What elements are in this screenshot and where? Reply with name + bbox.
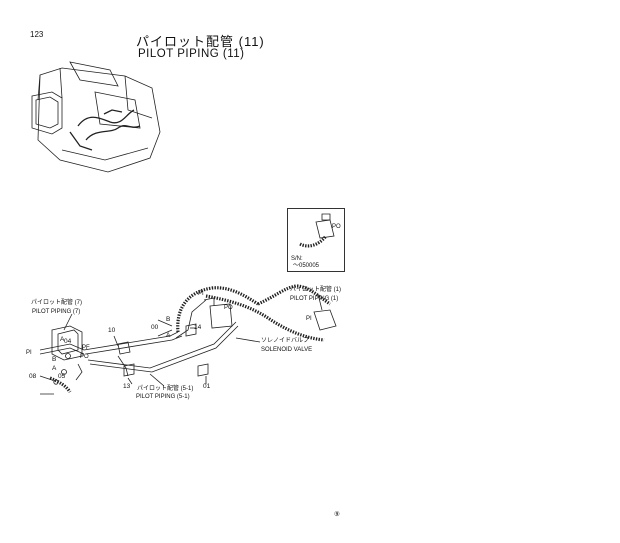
- part-number-01: 01: [203, 383, 211, 390]
- page-number: 123: [30, 30, 44, 39]
- callout-right-ref-jp: パイロット配管 (1): [290, 287, 342, 293]
- inset-detail-sketch: [299, 213, 335, 248]
- part-number-10: 10: [108, 327, 116, 334]
- inset-serial-label: S/N:: [291, 256, 303, 262]
- callout-bottom-ref-en: PILOT PIPING (5-1): [136, 394, 190, 400]
- title-japanese: パイロット配管 (11): [136, 34, 265, 49]
- callout-left-ref-en: PILOT PIPING (7): [32, 309, 81, 315]
- port-label-pf-left: PF: [82, 345, 90, 351]
- part-number-13: 13: [123, 383, 131, 390]
- port-label-b-left: B: [52, 356, 57, 363]
- callout-left-ref-jp: パイロット配管 (7): [31, 300, 83, 306]
- port-label-pi-right: PI: [306, 316, 312, 322]
- port-label-pi-left: PI: [26, 350, 32, 356]
- inset-frame: [287, 208, 345, 272]
- port-label-pi-valve: PI: [198, 291, 204, 297]
- port-label-a-left2: A: [52, 365, 57, 372]
- pipe-runs: [39, 299, 239, 381]
- callout-right-ref-en: PILOT PIPING (1): [290, 296, 339, 302]
- hose-routing: [49, 284, 331, 393]
- solenoid-valve-block: [51, 297, 337, 385]
- footer-mark: ⑨: [334, 511, 340, 518]
- part-number-05: 05: [58, 373, 66, 380]
- callout-valve-jp: ソレノイドバルブ: [261, 338, 310, 344]
- port-label-po-valve: PO: [224, 305, 233, 311]
- excavator-body-illustration: [31, 61, 161, 173]
- part-number-14: 14: [194, 324, 202, 331]
- port-label-a: A: [166, 332, 171, 339]
- leader-lines: [39, 293, 323, 395]
- inset-po-label: PO: [332, 224, 341, 230]
- callout-valve-en: SOLENOID VALVE: [261, 347, 313, 353]
- title-english: PILOT PIPING (11): [138, 48, 245, 60]
- part-number-00: 00: [151, 324, 159, 331]
- part-number-08: 08: [29, 373, 37, 380]
- inset-serial-value: ～050005: [293, 263, 320, 269]
- port-label-po-left: PO: [80, 354, 89, 360]
- part-number-04: 04: [64, 338, 72, 345]
- callout-bottom-ref-jp: パイロット配管 (5-1): [137, 386, 194, 392]
- port-label-a-left: A: [60, 336, 65, 343]
- port-label-b: B: [166, 316, 171, 323]
